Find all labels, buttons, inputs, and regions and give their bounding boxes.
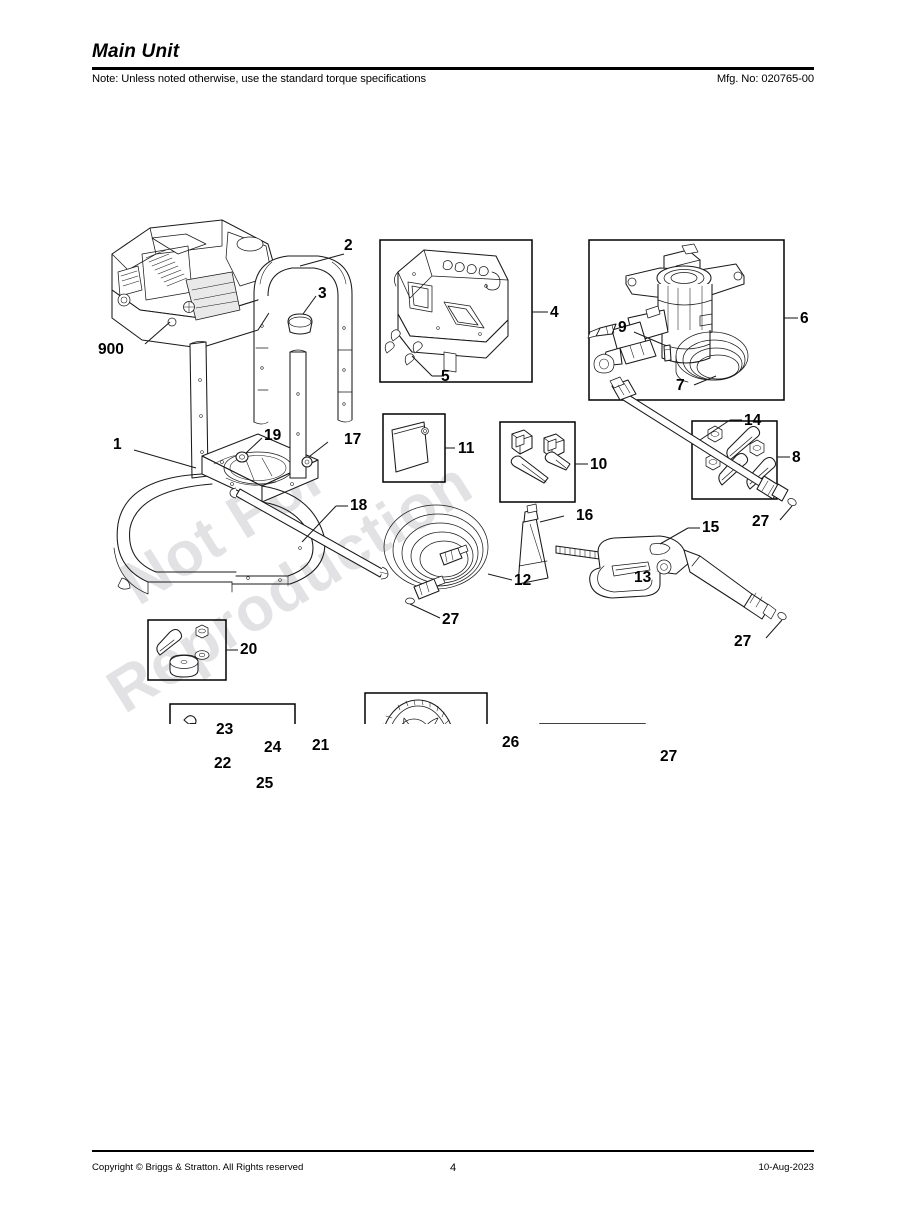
exploded-diagram: Not For Reproduction .ln{fill:none;strok…: [0, 104, 906, 791]
callout-25: 25: [256, 775, 274, 792]
callout-27-kit: 27: [660, 748, 678, 765]
callout-2: 2: [344, 237, 353, 254]
callout-12: 12: [514, 572, 532, 589]
page-number: 4: [449, 1161, 457, 1174]
callout-5: 5: [441, 368, 450, 385]
push-pin-box-art: [169, 703, 296, 724]
callout-19: 19: [264, 427, 282, 444]
callout-24: 24: [264, 739, 282, 756]
callout-8: 8: [792, 449, 801, 466]
callout-9: 9: [618, 319, 627, 336]
callout-15: 15: [702, 519, 720, 536]
torque-note: Note: Unless noted otherwise, use the st…: [92, 73, 426, 85]
roll-pin-art: [633, 331, 672, 362]
callout-4: 4: [550, 304, 559, 321]
callout-21: 21: [312, 737, 330, 754]
header-divider: [92, 67, 814, 70]
pump-box-art: [587, 239, 798, 401]
copyright-text: Copyright © Briggs & Stratton. All Right…: [92, 1161, 304, 1173]
frame-base-art: [113, 340, 326, 595]
decal-box-art: [382, 413, 455, 483]
callout-27-hose: 27: [442, 611, 460, 628]
callout-14: 14: [744, 412, 762, 429]
detergent-bottle-art: [517, 503, 565, 585]
callout-18: 18: [350, 497, 368, 514]
high-pressure-hose-art: [383, 504, 513, 619]
wheel-box-art: [364, 692, 488, 724]
axle-hardware-art: [229, 437, 389, 580]
handle-art: [253, 253, 353, 479]
revision-date: 10-Aug-2023: [758, 1161, 814, 1173]
callout-3: 3: [318, 285, 327, 302]
page-header: Main Unit Note: Unless noted otherwise, …: [92, 42, 814, 85]
callout-22: 22: [214, 755, 232, 772]
callout-10: 10: [590, 456, 608, 473]
callout-6: 6: [800, 310, 809, 327]
callout-20: 20: [240, 641, 258, 658]
page-title: Main Unit: [92, 41, 180, 62]
spacer-kit-box-art: [147, 619, 238, 681]
callout-1: 1: [113, 436, 122, 453]
footer-divider: [92, 1150, 814, 1152]
diagram-artwork: .ln{fill:none;stroke:#1a1a1a;stroke-widt…: [111, 219, 798, 724]
siphon-tube-art: [675, 331, 749, 383]
callout-27-gun: 27: [734, 633, 752, 650]
callout-16: 16: [576, 507, 594, 524]
spray-gun-art: [589, 527, 787, 639]
callout-27-lance: 27: [752, 513, 770, 530]
clamp-box-art: [499, 421, 588, 503]
callout-7: 7: [676, 377, 685, 394]
callout-26: 26: [502, 734, 520, 751]
callout-17: 17: [344, 431, 362, 448]
handle-cap-art: [287, 295, 317, 335]
spray-lance-art: [609, 376, 797, 521]
callout-13: 13: [634, 569, 652, 586]
callout-900: 900: [98, 341, 124, 358]
mfg-number: Mfg. No: 020765-00: [716, 73, 814, 85]
callout-11: 11: [458, 440, 475, 457]
engine-assembly-art: [111, 219, 277, 349]
callout-23: 23: [216, 721, 234, 738]
page-footer: Copyright © Briggs & Stratton. All Right…: [92, 1150, 814, 1174]
panel-shroud-box-art: [379, 239, 548, 383]
